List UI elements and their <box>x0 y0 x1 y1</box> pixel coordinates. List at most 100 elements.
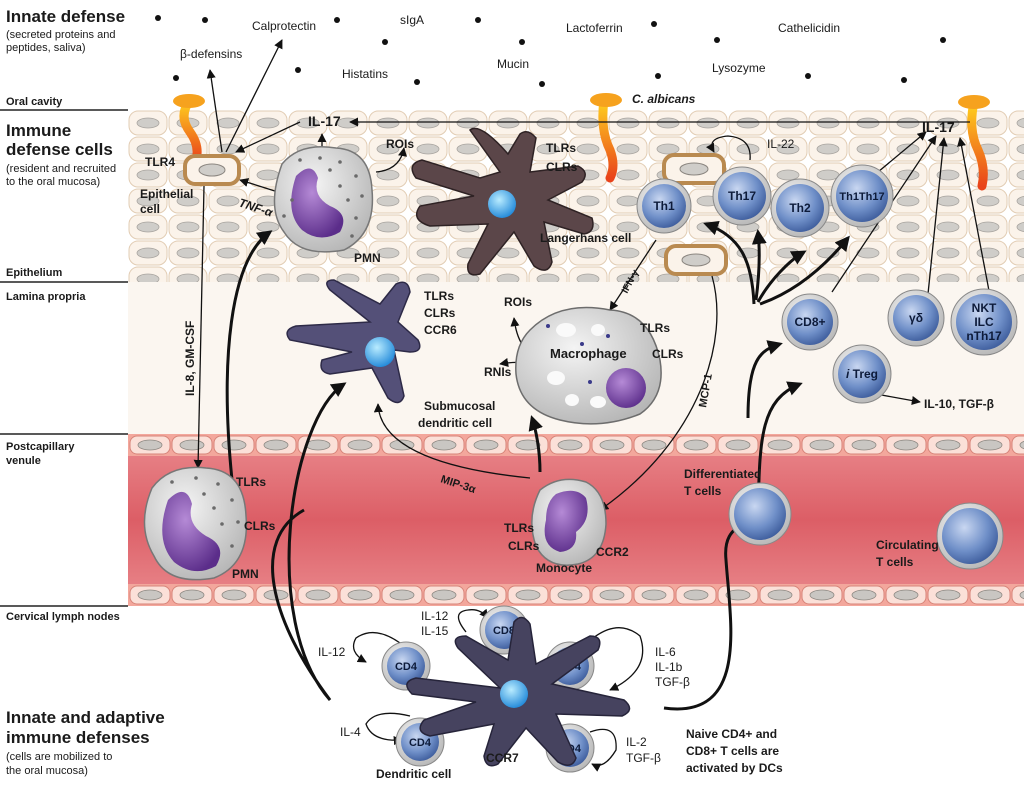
candida-hypha-right <box>958 95 990 191</box>
endothelial-cell <box>213 585 255 605</box>
th1-cell: Th1 <box>636 178 692 234</box>
circulating-t-cell <box>936 502 1004 570</box>
cd4-cell-1-label: CD4 <box>395 661 418 673</box>
langerhans-tlrs: TLRs <box>546 141 576 155</box>
th1-cell-label: Th1 <box>653 199 675 213</box>
pmn-bottom-tlrs: TLRs <box>236 475 266 489</box>
endothelial-cell <box>801 585 843 605</box>
monocyte-clrs: CLRs <box>508 539 540 553</box>
mcp1-label: MCP-1 <box>697 373 715 409</box>
candida-hypha-middle <box>590 93 622 183</box>
adaptive-sub2: the oral mucosa) <box>6 765 88 777</box>
tlr4-label: TLR4 <box>145 155 175 169</box>
innate-defense-sub2: peptides, saliva) <box>6 42 86 54</box>
pmn-venule <box>143 466 248 581</box>
macrophage-label: Macrophage <box>550 346 627 361</box>
il8-gmcsf-label: IL-8, GM-CSF <box>183 321 197 396</box>
macrophage <box>515 306 662 425</box>
il17-left-label: IL-17 <box>308 113 341 129</box>
il6-label: IL-6 <box>655 645 676 659</box>
peptide-cathelicidin: Cathelicidin <box>778 21 840 35</box>
pmn-top-label: PMN <box>354 251 381 265</box>
circulating-t-label2: T cells <box>876 555 914 569</box>
endothelial-cell <box>1011 585 1024 605</box>
zone-lamina-propria: Lamina propria <box>6 291 86 303</box>
endothelial-cell <box>969 585 1011 605</box>
peptide-mucin: Mucin <box>497 57 529 71</box>
il22-label: IL-22 <box>767 137 795 151</box>
th2-cell: Th2 <box>770 178 830 238</box>
endothelial-cell <box>339 435 381 455</box>
langerhans-label: Langerhans cell <box>540 231 631 245</box>
nkt-ilc-nth17-cell-label: NKT <box>972 301 997 315</box>
cd8-plus-cell-label: CD8+ <box>794 315 825 329</box>
ccr7-label: CCR7 <box>486 751 519 765</box>
zone-oral-cavity: Oral cavity <box>6 96 63 108</box>
zone-lymph-nodes: Cervical lymph nodes <box>6 611 120 623</box>
sdc-clrs: CLRs <box>424 306 456 320</box>
endothelial-cell <box>759 435 801 455</box>
endothelial-cell <box>171 435 213 455</box>
rois-top-label: ROIs <box>386 137 414 151</box>
zone-dividers <box>0 109 128 607</box>
endothelial-cell <box>129 435 171 455</box>
il12-label: IL-12 <box>318 645 346 659</box>
endothelial-cell <box>465 585 507 605</box>
endothelial-cell <box>255 435 297 455</box>
naive-t-label2: CD8+ T cells are <box>686 744 779 758</box>
cd8-cell-lymph-label: CD8 <box>493 625 515 637</box>
immune-cells-title2: defense cells <box>6 140 113 159</box>
monocyte-label: Monocyte <box>536 561 592 575</box>
langerhans-clrs: CLRs <box>546 160 578 174</box>
endothelial-cell <box>423 435 465 455</box>
dendritic-cell-label: Dendritic cell <box>376 767 451 781</box>
itreg-label: i Treg <box>846 367 878 381</box>
endothelial-cell <box>1011 435 1024 455</box>
submucosal-dendritic-cell <box>286 279 421 404</box>
endothelial-cell <box>423 585 465 605</box>
cd4-cell-3-label: CD4 <box>409 737 432 749</box>
endothelial-cell <box>339 585 381 605</box>
submucosal-dc-label2: dendritic cell <box>418 416 492 430</box>
peptide-lactoferrin: Lactoferrin <box>566 21 623 35</box>
gamma-delta-cell: γδ <box>887 289 945 347</box>
endothelial-cell <box>927 435 969 455</box>
th17-cell: Th17 <box>712 166 772 226</box>
il12-il15-label1: IL-12 <box>421 609 449 623</box>
epithelial-cell-label2: cell <box>140 202 160 216</box>
sdc-tlrs: TLRs <box>424 289 454 303</box>
circulating-t-label1: Circulating <box>876 538 939 552</box>
candida-hypha-left <box>173 94 205 165</box>
endothelial-cell <box>591 585 633 605</box>
peptide-calprotectin: Calprotectin <box>252 19 316 33</box>
lymph-node-dendritic-cell <box>406 616 631 767</box>
th1th17-cell: Th1Th17 <box>830 164 894 228</box>
endothelial-cell <box>465 435 507 455</box>
sdc-ccr6: CCR6 <box>424 323 457 337</box>
innate-defense-sub1: (secreted proteins and <box>6 29 115 41</box>
adaptive-title1: Innate and adaptive <box>6 708 165 727</box>
endothelial-cell <box>549 585 591 605</box>
migration-arrows <box>225 220 850 711</box>
endothelial-cell <box>297 585 339 605</box>
adaptive-title2: immune defenses <box>6 728 150 747</box>
endothelial-cell <box>381 585 423 605</box>
tgfb-label-2: TGF-β <box>626 751 661 765</box>
adaptive-sub1: (cells are mobilized to <box>6 751 112 763</box>
monocyte-ccr2: CCR2 <box>596 545 629 559</box>
peptide-b-defensins: β-defensins <box>180 47 242 61</box>
gamma-delta-cell-label: γδ <box>909 311 923 325</box>
th1th17-cell-label: Th1Th17 <box>839 191 884 203</box>
zone-epithelium: Epithelium <box>6 267 62 279</box>
cd8-plus-cell: CD8+ <box>781 293 839 351</box>
endothelial-cell <box>171 585 213 605</box>
macrophage-tlrs: TLRs <box>640 321 670 335</box>
tgfb-label-1: TGF-β <box>655 675 690 689</box>
c-albicans-label: C. albicans <box>632 92 696 106</box>
epithelial-cell-th <box>662 153 726 185</box>
zone-venule-1: Postcapillary <box>6 441 75 453</box>
itreg-cell: i Treg <box>832 344 892 404</box>
